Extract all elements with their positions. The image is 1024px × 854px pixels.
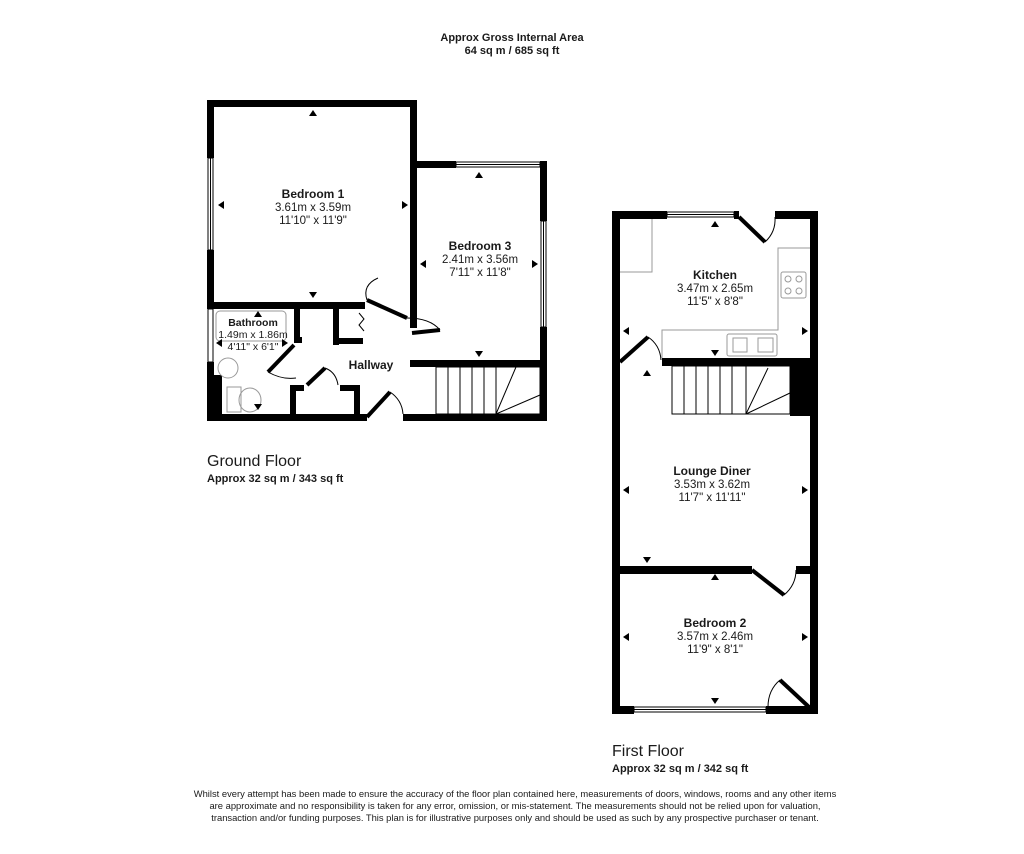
first-floor-caption: First Floor Approx 32 sq m / 342 sq ft bbox=[612, 742, 748, 776]
room-label-bedroom-2: Bedroom 2 3.57m x 2.46m 11'9" x 8'1" bbox=[676, 616, 754, 656]
ground-floor-area: Approx 32 sq m / 343 sq ft bbox=[207, 473, 344, 485]
ground-floor-title: Ground Floor bbox=[207, 453, 302, 470]
ground-floor-door-arcs bbox=[267, 277, 441, 415]
kitchen-fixtures bbox=[620, 219, 810, 358]
bathroom-fixtures bbox=[215, 310, 287, 413]
first-floor-title: First Floor bbox=[612, 743, 684, 760]
ground-floor-walls bbox=[207, 100, 547, 421]
gross-area-header: Approx Gross Internal Area 64 sq m / 685… bbox=[0, 32, 1024, 58]
room-label-hallway: Hallway bbox=[348, 358, 394, 372]
room-label-kitchen: Kitchen 3.47m x 2.65m 11'5" x 8'8" bbox=[676, 268, 754, 308]
ground-floor-measure-arrows bbox=[216, 110, 538, 410]
gross-area-value: 64 sq m / 685 sq ft bbox=[464, 45, 560, 57]
first-floor-measure-arrows bbox=[623, 221, 808, 704]
ground-floor-doors bbox=[266, 298, 441, 419]
ground-floor-caption: Ground Floor Approx 32 sq m / 343 sq ft bbox=[207, 452, 343, 486]
ground-floor-windows bbox=[207, 157, 547, 363]
room-label-bedroom-3: Bedroom 3 2.41m x 3.56m 7'11" x 11'8" bbox=[441, 239, 519, 279]
first-floor-walls bbox=[612, 211, 818, 714]
gross-area-title: Approx Gross Internal Area bbox=[440, 32, 584, 44]
first-floor-doors bbox=[618, 215, 812, 710]
ground-floor-stairs bbox=[435, 366, 541, 415]
room-label-lounge-diner: Lounge Diner 3.53m x 3.62m 11'7" x 11'11… bbox=[673, 464, 751, 504]
first-floor-door-arcs bbox=[647, 216, 797, 708]
first-floor-stairs bbox=[671, 365, 791, 415]
room-label-bedroom-1: Bedroom 1 3.61m x 3.59m 11'10" x 11'9" bbox=[274, 187, 352, 227]
disclaimer-text: Whilst every attempt has been made to en… bbox=[193, 788, 837, 823]
first-floor-area: Approx 32 sq m / 342 sq ft bbox=[612, 763, 749, 775]
first-floor-windows bbox=[633, 211, 767, 713]
room-label-bathroom: Bathroom 1.49m x 1.86m 4'11" x 6'1" bbox=[218, 317, 288, 353]
